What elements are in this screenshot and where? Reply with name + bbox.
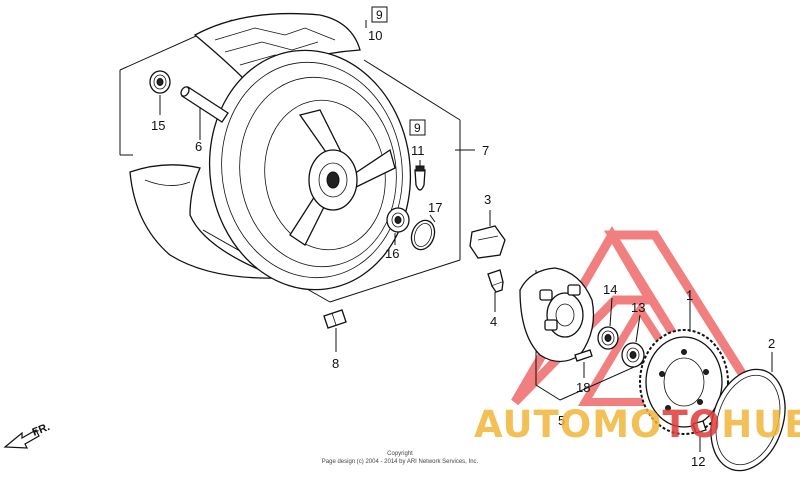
assembly-frame: [119, 19, 461, 303]
valve-stem-11: [414, 165, 426, 191]
front-direction-indicator: FR.: [3, 421, 52, 449]
driven-sprocket-1: [639, 329, 729, 435]
damper-3: [469, 225, 506, 259]
callout-11: 11: [411, 143, 425, 158]
callout-2: 2: [768, 336, 775, 351]
callout-4: 4: [490, 314, 497, 329]
direction-arrow-icon: [3, 429, 40, 449]
svg-text:AUTOMOTOHUB: AUTOMOTOHUB: [474, 403, 800, 446]
stud-18: [574, 349, 593, 362]
callout-3: 3: [484, 192, 491, 207]
lower-fender: [129, 164, 281, 279]
callout-labels: 1 2 3 4 5 6 7 8 9 9 10 11 12 13 14 15 16…: [151, 6, 775, 469]
callout-7: 7: [482, 143, 489, 158]
watermark-text: AUTOMOTOHUB: [474, 403, 800, 446]
clip-8: [323, 309, 347, 329]
boxed-callout-9-mid: 9: [409, 119, 426, 136]
gasket-ring-2: [710, 368, 786, 472]
callout-6: 6: [195, 139, 202, 154]
watermark-part-3: HUB: [721, 403, 800, 446]
callout-12: 12: [691, 454, 705, 469]
callout-10: 10: [368, 28, 382, 43]
callout-5: 5: [558, 413, 565, 428]
boxed-callout-9-top: 9: [371, 6, 388, 23]
callout-9-mid: 9: [414, 121, 421, 135]
distance-collar-6: [180, 86, 229, 123]
bearing-14: [597, 326, 619, 350]
callout-8: 8: [332, 356, 339, 371]
callout-9-top: 9: [376, 8, 383, 22]
nut-12: [692, 420, 707, 434]
watermark-part-2: TO: [663, 403, 722, 446]
driven-flange-5: [519, 267, 595, 363]
callout-15: 15: [151, 118, 165, 133]
oil-seal-13: [621, 342, 645, 368]
watermark-part-1: AUTOMO: [474, 403, 663, 446]
leader-lines: [159, 20, 773, 452]
copyright-heading: Copyright: [387, 451, 413, 457]
callout-1: 1: [686, 288, 693, 303]
o-ring-17: [410, 219, 436, 251]
callout-18: 18: [576, 380, 590, 395]
callout-14: 14: [603, 282, 617, 297]
copyright-notice: Page design (c) 2004 - 2014 by ARI Netwo…: [322, 459, 479, 465]
bearing-16: [386, 207, 410, 233]
callout-17: 17: [428, 200, 442, 215]
callout-16: 16: [385, 246, 399, 261]
bolt-4: [487, 269, 504, 293]
bearing-15: [149, 70, 171, 94]
rear-wheel: [208, 49, 412, 291]
callout-13: 13: [631, 300, 645, 315]
direction-label: FR.: [31, 421, 52, 439]
